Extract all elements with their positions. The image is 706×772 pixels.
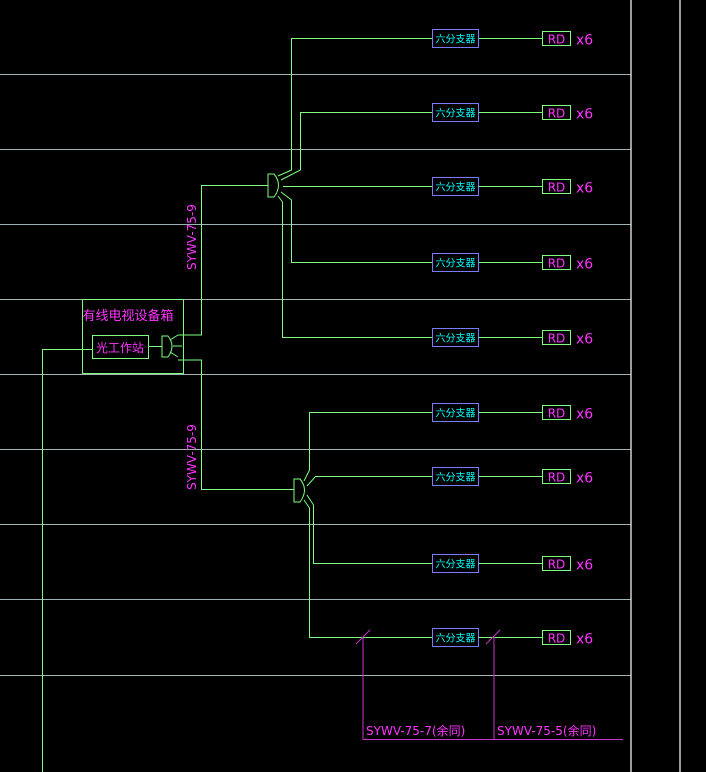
- outlet-count: x6: [576, 33, 593, 49]
- lower-cable-label: SYWV-75-9: [185, 424, 199, 490]
- outlet-box: [542, 630, 571, 645]
- optical-node-label: 光工作站: [96, 341, 144, 355]
- outlet-count: x6: [576, 407, 593, 423]
- spare-cable-annotations: [355, 629, 623, 740]
- six-way-tap-label: 六分支器: [436, 633, 476, 645]
- six-way-tap-label: 六分支器: [436, 34, 476, 46]
- outlet-label: RD: [548, 107, 566, 121]
- six-way-tap-label: 六分支器: [436, 182, 476, 194]
- outlet-count: x6: [576, 332, 593, 348]
- floor-lines: [0, 74, 631, 676]
- incoming-feed: [42, 349, 92, 772]
- branch-wire-7: [306, 476, 432, 487]
- outlet-box: [542, 255, 571, 270]
- outlet-box: [542, 105, 571, 120]
- six-way-tap-label: 六分支器: [436, 258, 476, 270]
- outlet-count: x6: [576, 632, 593, 648]
- outlet-box: [542, 31, 571, 46]
- branch-wire-4: [280, 191, 432, 263]
- outlet-label: RD: [548, 181, 566, 195]
- lower-trunk: [178, 359, 294, 490]
- outlet-label: RD: [548, 33, 566, 47]
- outlet-count: x6: [576, 471, 593, 487]
- lower-splitter: [293, 412, 432, 638]
- branch-wire-2: [280, 112, 432, 181]
- outlet-label: RD: [548, 632, 566, 646]
- outlet-count: x6: [576, 558, 593, 574]
- outlet-box: [542, 469, 571, 484]
- six-way-tap-label: 六分支器: [436, 408, 476, 420]
- feed-wire: [42, 349, 92, 772]
- branch-wire-6: [303, 412, 432, 482]
- spare-cable-label-b: SYWV-75-5(余同): [497, 723, 596, 738]
- upper-cable-label: SYWV-75-9: [185, 204, 199, 270]
- branch-wire-1: [277, 38, 432, 177]
- splitter-2way-icon: [161, 334, 182, 358]
- spare-cable-label-a: SYWV-75-7(余同): [366, 723, 465, 738]
- outlet-label: RD: [548, 471, 566, 485]
- branch-wire-9: [303, 499, 432, 638]
- outlet-box: [542, 179, 571, 194]
- outlet-label: RD: [548, 332, 566, 346]
- upper-splitter: [267, 38, 432, 338]
- splitter-5way-icon: [267, 173, 279, 198]
- cabinet-outline: [82, 299, 184, 374]
- trunk-wires: [178, 185, 294, 490]
- six-way-tap-label: 六分支器: [436, 108, 476, 120]
- six-way-tap-label: 六分支器: [436, 333, 476, 345]
- outlet-label: RD: [548, 407, 566, 421]
- outlet-count: x6: [576, 181, 593, 197]
- tick-mark-b: [485, 629, 501, 645]
- outlet-box: [542, 405, 571, 420]
- six-way-tap-label: 六分支器: [436, 559, 476, 571]
- branch-wire-8: [306, 494, 432, 564]
- splitter-4way-icon: [293, 478, 305, 503]
- outlet-label: RD: [548, 257, 566, 271]
- six-way-tap-label: 六分支器: [436, 472, 476, 484]
- outlet-label: RD: [548, 558, 566, 572]
- branch-rows: 六分支器 RD x6 六分支器 RD x6 六分支器 RD x6 六分支器 RD x6 六分支器 RD x6…: [432, 29, 593, 648]
- branch-wire-5: [277, 195, 432, 338]
- outlet-box: [542, 330, 571, 345]
- catv-cabinet: 有线电视设备箱 光工作站: [82, 299, 184, 374]
- outlet-count: x6: [576, 107, 593, 123]
- frame-border: [630, 0, 681, 772]
- cabinet-title: 有线电视设备箱: [82, 308, 173, 324]
- outlet-count: x6: [576, 257, 593, 273]
- outlet-box: [542, 556, 571, 571]
- upper-trunk: [178, 185, 268, 336]
